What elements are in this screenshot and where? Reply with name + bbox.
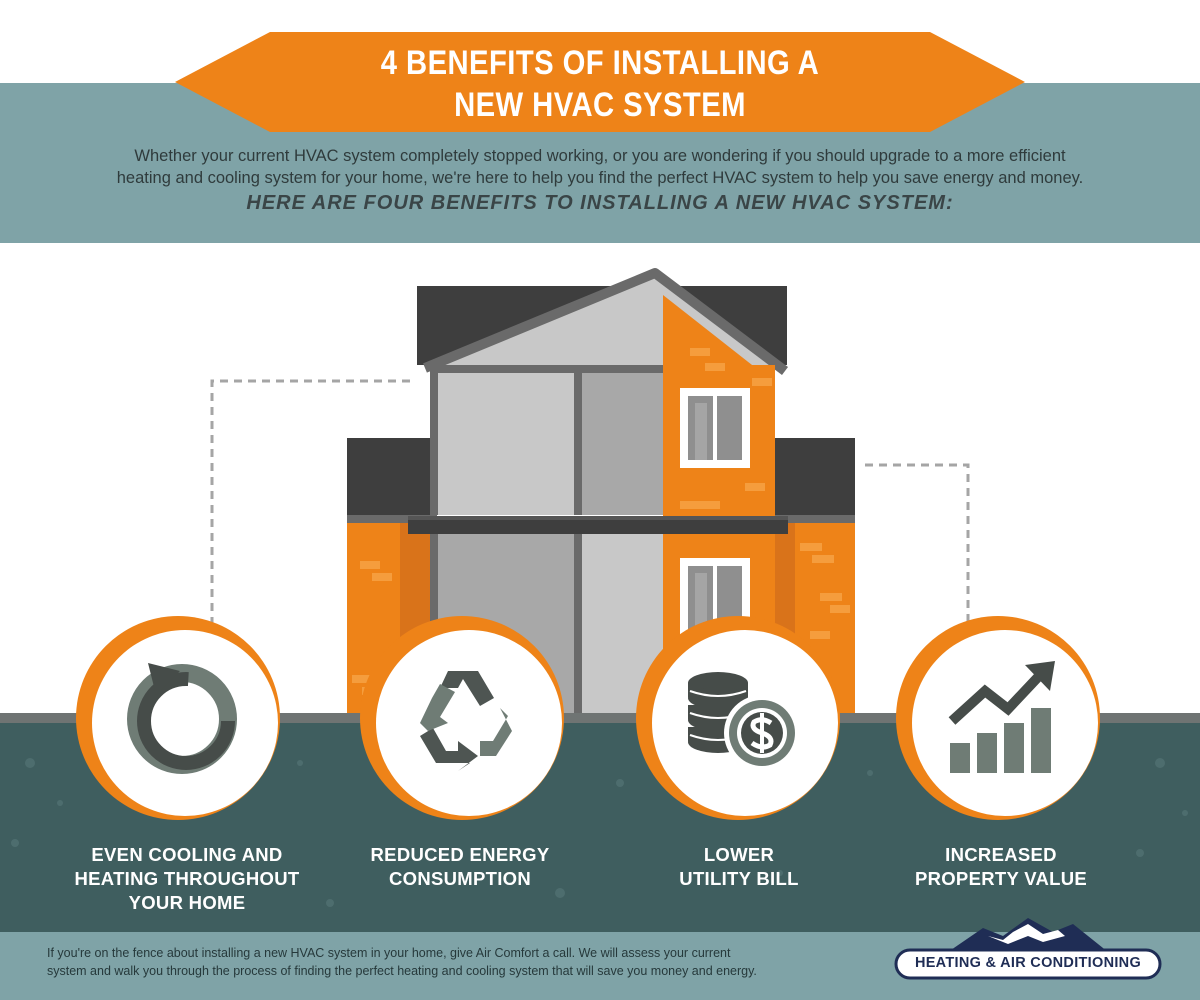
ground-speckles	[11, 758, 1188, 907]
benefit-1-line-3: YOUR HOME	[128, 892, 246, 913]
benefit-2-line-2: CONSUMPTION	[388, 868, 532, 889]
left-wing-roof	[347, 438, 437, 518]
footer-line-1: If you're on the fence about installing …	[47, 946, 731, 960]
intro-line-2: heating and cooling system for your home…	[116, 169, 1084, 187]
benefit-3-line-2: UTILITY BILL	[679, 868, 799, 889]
benefit-1-line-2: HEATING THROUGHOUT	[74, 868, 300, 889]
benefit-label-4: INCREASED PROPERTY VALUE	[881, 843, 1121, 891]
banner-shape	[175, 32, 1025, 132]
title-line-1: 4 BENEFITS OF INSTALLING A	[380, 44, 820, 82]
footer: If you're on the fence about installing …	[0, 932, 1200, 1000]
footer-text: If you're on the fence about installing …	[47, 944, 877, 980]
growth-chart-icon	[948, 661, 1055, 773]
benefit-circle-1	[76, 616, 280, 820]
intro-paragraph: Whether your current HVAC system complet…	[40, 145, 1160, 189]
house-scene: EVEN COOLING AND HEATING THROUGHOUT YOUR…	[0, 243, 1200, 1000]
circular-arrow-icon	[127, 663, 237, 774]
benefit-circle-2	[360, 616, 564, 820]
floor-ledge	[408, 516, 788, 534]
upper-wall-left	[430, 365, 578, 515]
footer-line-2: system and walk you through the process …	[47, 964, 757, 978]
benefit-label-2: REDUCED ENERGY CONSUMPTION	[340, 843, 580, 891]
ground-edge	[0, 713, 1200, 723]
title-line-2: NEW HVAC SYSTEM	[454, 86, 746, 124]
company-logo[interactable]: HEATING & AIR CONDITIONING	[893, 914, 1163, 980]
recycle-icon	[420, 671, 512, 771]
logo-text: HEATING & AIR CONDITIONING	[914, 955, 1142, 971]
title-banner: 4 BENEFITS OF INSTALLING A NEW HVAC SYST…	[175, 32, 1025, 132]
benefit-1-line-1: EVEN COOLING AND	[91, 844, 283, 865]
mountain-logo-icon	[894, 918, 1162, 980]
right-wing-roof	[775, 438, 855, 518]
intro-line-1: Whether your current HVAC system complet…	[134, 147, 1066, 165]
house-illustration	[0, 268, 1200, 1000]
page-title: 4 BENEFITS OF INSTALLING A NEW HVAC SYST…	[235, 42, 966, 126]
benefit-4-line-1: INCREASED	[945, 844, 1057, 865]
benefit-label-3: LOWER UTILITY BILL	[619, 843, 859, 891]
subheading: HERE ARE FOUR BENEFITS TO INSTALLING A N…	[246, 192, 954, 214]
benefit-3-line-1: LOWER	[703, 844, 775, 865]
benefit-circle-4	[896, 616, 1100, 820]
benefit-2-line-1: REDUCED ENERGY	[370, 844, 550, 865]
benefit-4-line-2: PROPERTY VALUE	[914, 868, 1088, 889]
coins-dollar-icon	[688, 672, 800, 771]
dashed-connectors	[210, 379, 970, 628]
benefit-label-1: EVEN COOLING AND HEATING THROUGHOUT YOUR…	[67, 843, 307, 915]
